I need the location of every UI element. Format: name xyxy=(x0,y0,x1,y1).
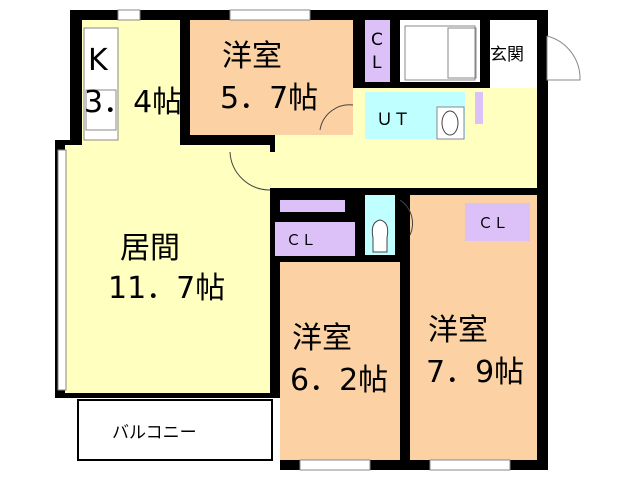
entrance xyxy=(490,20,537,88)
basin-bowl xyxy=(441,110,459,136)
living-window xyxy=(57,149,67,391)
utility-closet xyxy=(475,92,483,124)
balcony-label: バルコニー xyxy=(112,423,197,443)
bathtub xyxy=(447,27,477,79)
window-bottom-2 xyxy=(299,459,371,471)
living-label: 居間 xyxy=(120,231,180,266)
western-room-2-size: 6．2帖 xyxy=(290,363,388,398)
living-size: 11．7帖 xyxy=(108,271,225,306)
door-swing xyxy=(319,104,354,131)
balcony xyxy=(77,399,273,461)
western-room-3-label: 洋室 xyxy=(428,313,488,348)
utility-label: ＵＴ xyxy=(376,110,410,130)
western-room-1-size: 5．7帖 xyxy=(220,81,318,116)
western-room-2 xyxy=(280,262,400,460)
western-room-2-label: 洋室 xyxy=(292,321,352,356)
closet-1-label-l: L xyxy=(372,53,382,73)
hallway-link xyxy=(180,152,280,188)
kitchen-label: K xyxy=(88,43,109,78)
door-swing xyxy=(229,151,271,191)
toilet-icon xyxy=(371,219,389,253)
closet-strip xyxy=(280,200,345,212)
window-bottom-3 xyxy=(429,459,511,471)
sink xyxy=(85,89,117,131)
entrance-label: 玄関 xyxy=(490,45,524,65)
closet-3-label: ＣＬ xyxy=(478,214,508,232)
closet-1 xyxy=(365,20,390,82)
western-room-1-label: 洋室 xyxy=(222,39,282,74)
window-top-1 xyxy=(229,9,311,21)
closet-1-label-c: C xyxy=(371,30,383,50)
door-swing xyxy=(399,199,414,236)
entrance-door xyxy=(546,35,581,81)
window-kitchen xyxy=(117,9,141,21)
closet-3 xyxy=(465,203,530,241)
western-room-1 xyxy=(190,20,353,135)
bath-wash-area xyxy=(404,25,476,81)
kitchen-size: 3．4帖 xyxy=(84,85,182,120)
closet-2 xyxy=(275,222,355,256)
closet-2-label: ＣＬ xyxy=(286,231,316,249)
western-room-3-size: 7．9帖 xyxy=(426,355,524,390)
